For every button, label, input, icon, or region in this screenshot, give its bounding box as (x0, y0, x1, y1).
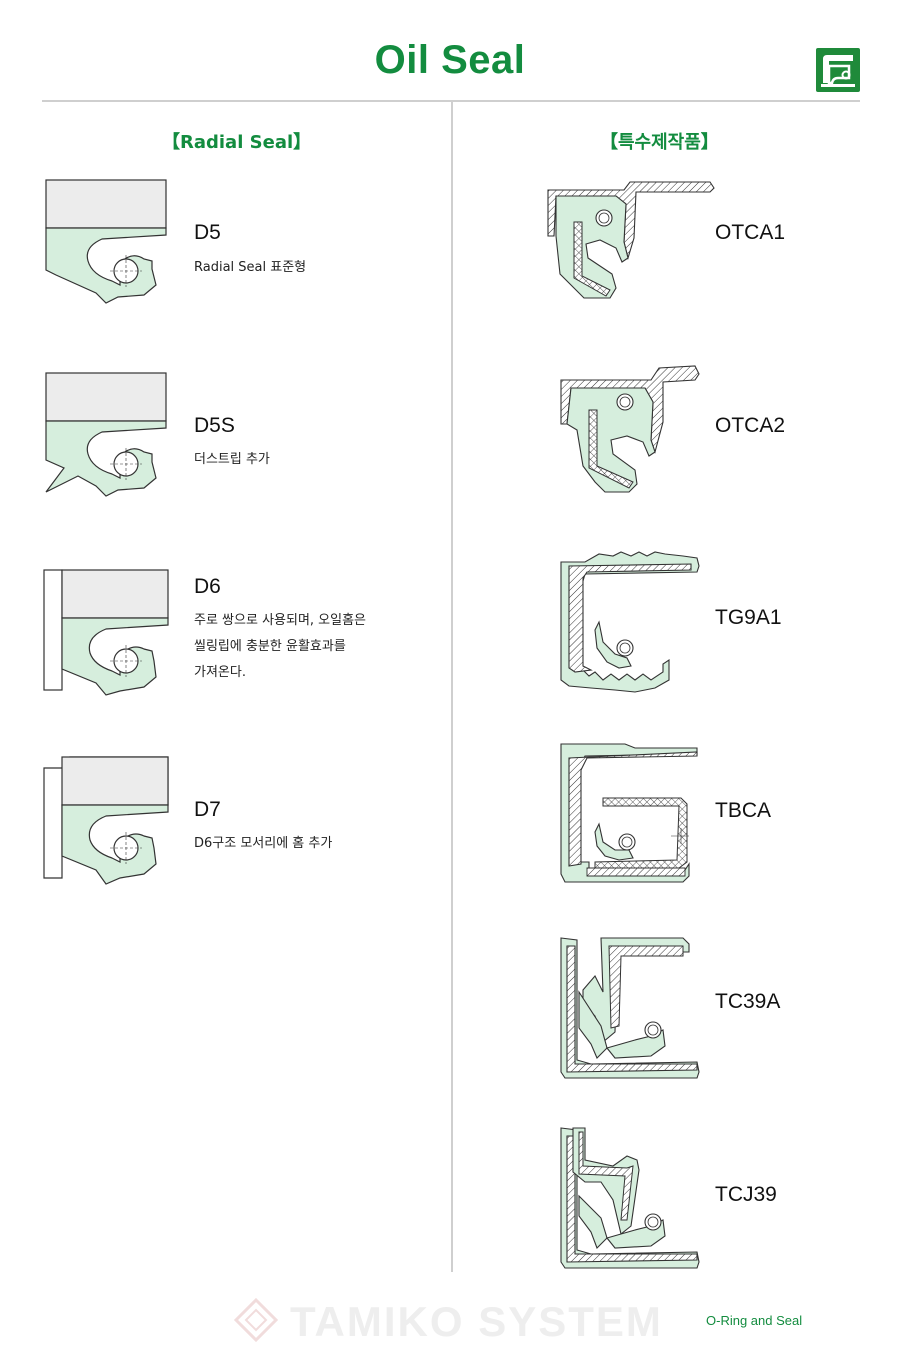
otca1-seal-drawing (547, 181, 715, 299)
desc-line: D6구조 모서리에 홈 추가 (194, 836, 333, 851)
tc39a-seal-drawing (560, 937, 700, 1079)
item-code-otca1: OTCA1 (715, 221, 786, 244)
desc-line: 씰링립에 충분한 윤활효과를 (194, 639, 346, 654)
footer-brand-watermark: TAMIKO SYSTEM (290, 1298, 663, 1345)
desc-line: 더스트립 추가 (194, 452, 270, 467)
desc-line: 주로 쌍으로 사용되며, 오일홈은 (194, 613, 367, 628)
page-title: Oil Seal (374, 38, 526, 82)
item-desc-d5: Radial Seal 표준형 (194, 255, 414, 281)
d5-seal-drawing (45, 179, 167, 304)
tbca-seal-drawing (560, 743, 698, 883)
item-code-tg9a1: TG9A1 (715, 606, 782, 629)
item-code-d6: D6 (194, 575, 221, 598)
item-code-d5s: D5S (194, 414, 235, 437)
desc-line: 가져온다. (194, 665, 246, 680)
tg9a1-seal-drawing (560, 551, 700, 693)
d5s-seal-drawing (45, 372, 167, 497)
item-code-tcj39: TCJ39 (715, 1183, 777, 1206)
item-desc-d7: D6구조 모서리에 홈 추가 (194, 831, 414, 857)
oil-seal-logo-icon (816, 48, 860, 92)
item-code-otca2: OTCA2 (715, 414, 786, 437)
d7-seal-drawing (43, 756, 169, 885)
column-divider (451, 102, 453, 1272)
tamiko-logo-icon (233, 1297, 279, 1343)
item-desc-d5s: 더스트립 추가 (194, 447, 414, 473)
item-code-d7: D7 (194, 798, 221, 821)
footer-tagline: O-Ring and Seal (706, 1313, 803, 1328)
d6-seal-drawing (43, 569, 169, 696)
special-products-heading: 【특수제작품】 (600, 132, 719, 153)
tcj39-seal-drawing (560, 1127, 700, 1269)
item-desc-d6: 주로 쌍으로 사용되며, 오일홈은 씰링립에 충분한 윤활효과를 가져온다. (194, 608, 414, 686)
item-code-tc39a: TC39A (715, 990, 781, 1013)
radial-seal-heading: 【Radial Seal】 (162, 132, 312, 153)
otca2-seal-drawing (560, 365, 700, 493)
item-code-tbca: TBCA (715, 799, 772, 822)
desc-line: Radial Seal 표준형 (194, 260, 307, 275)
header-divider (42, 100, 860, 102)
item-code-d5: D5 (194, 221, 221, 244)
